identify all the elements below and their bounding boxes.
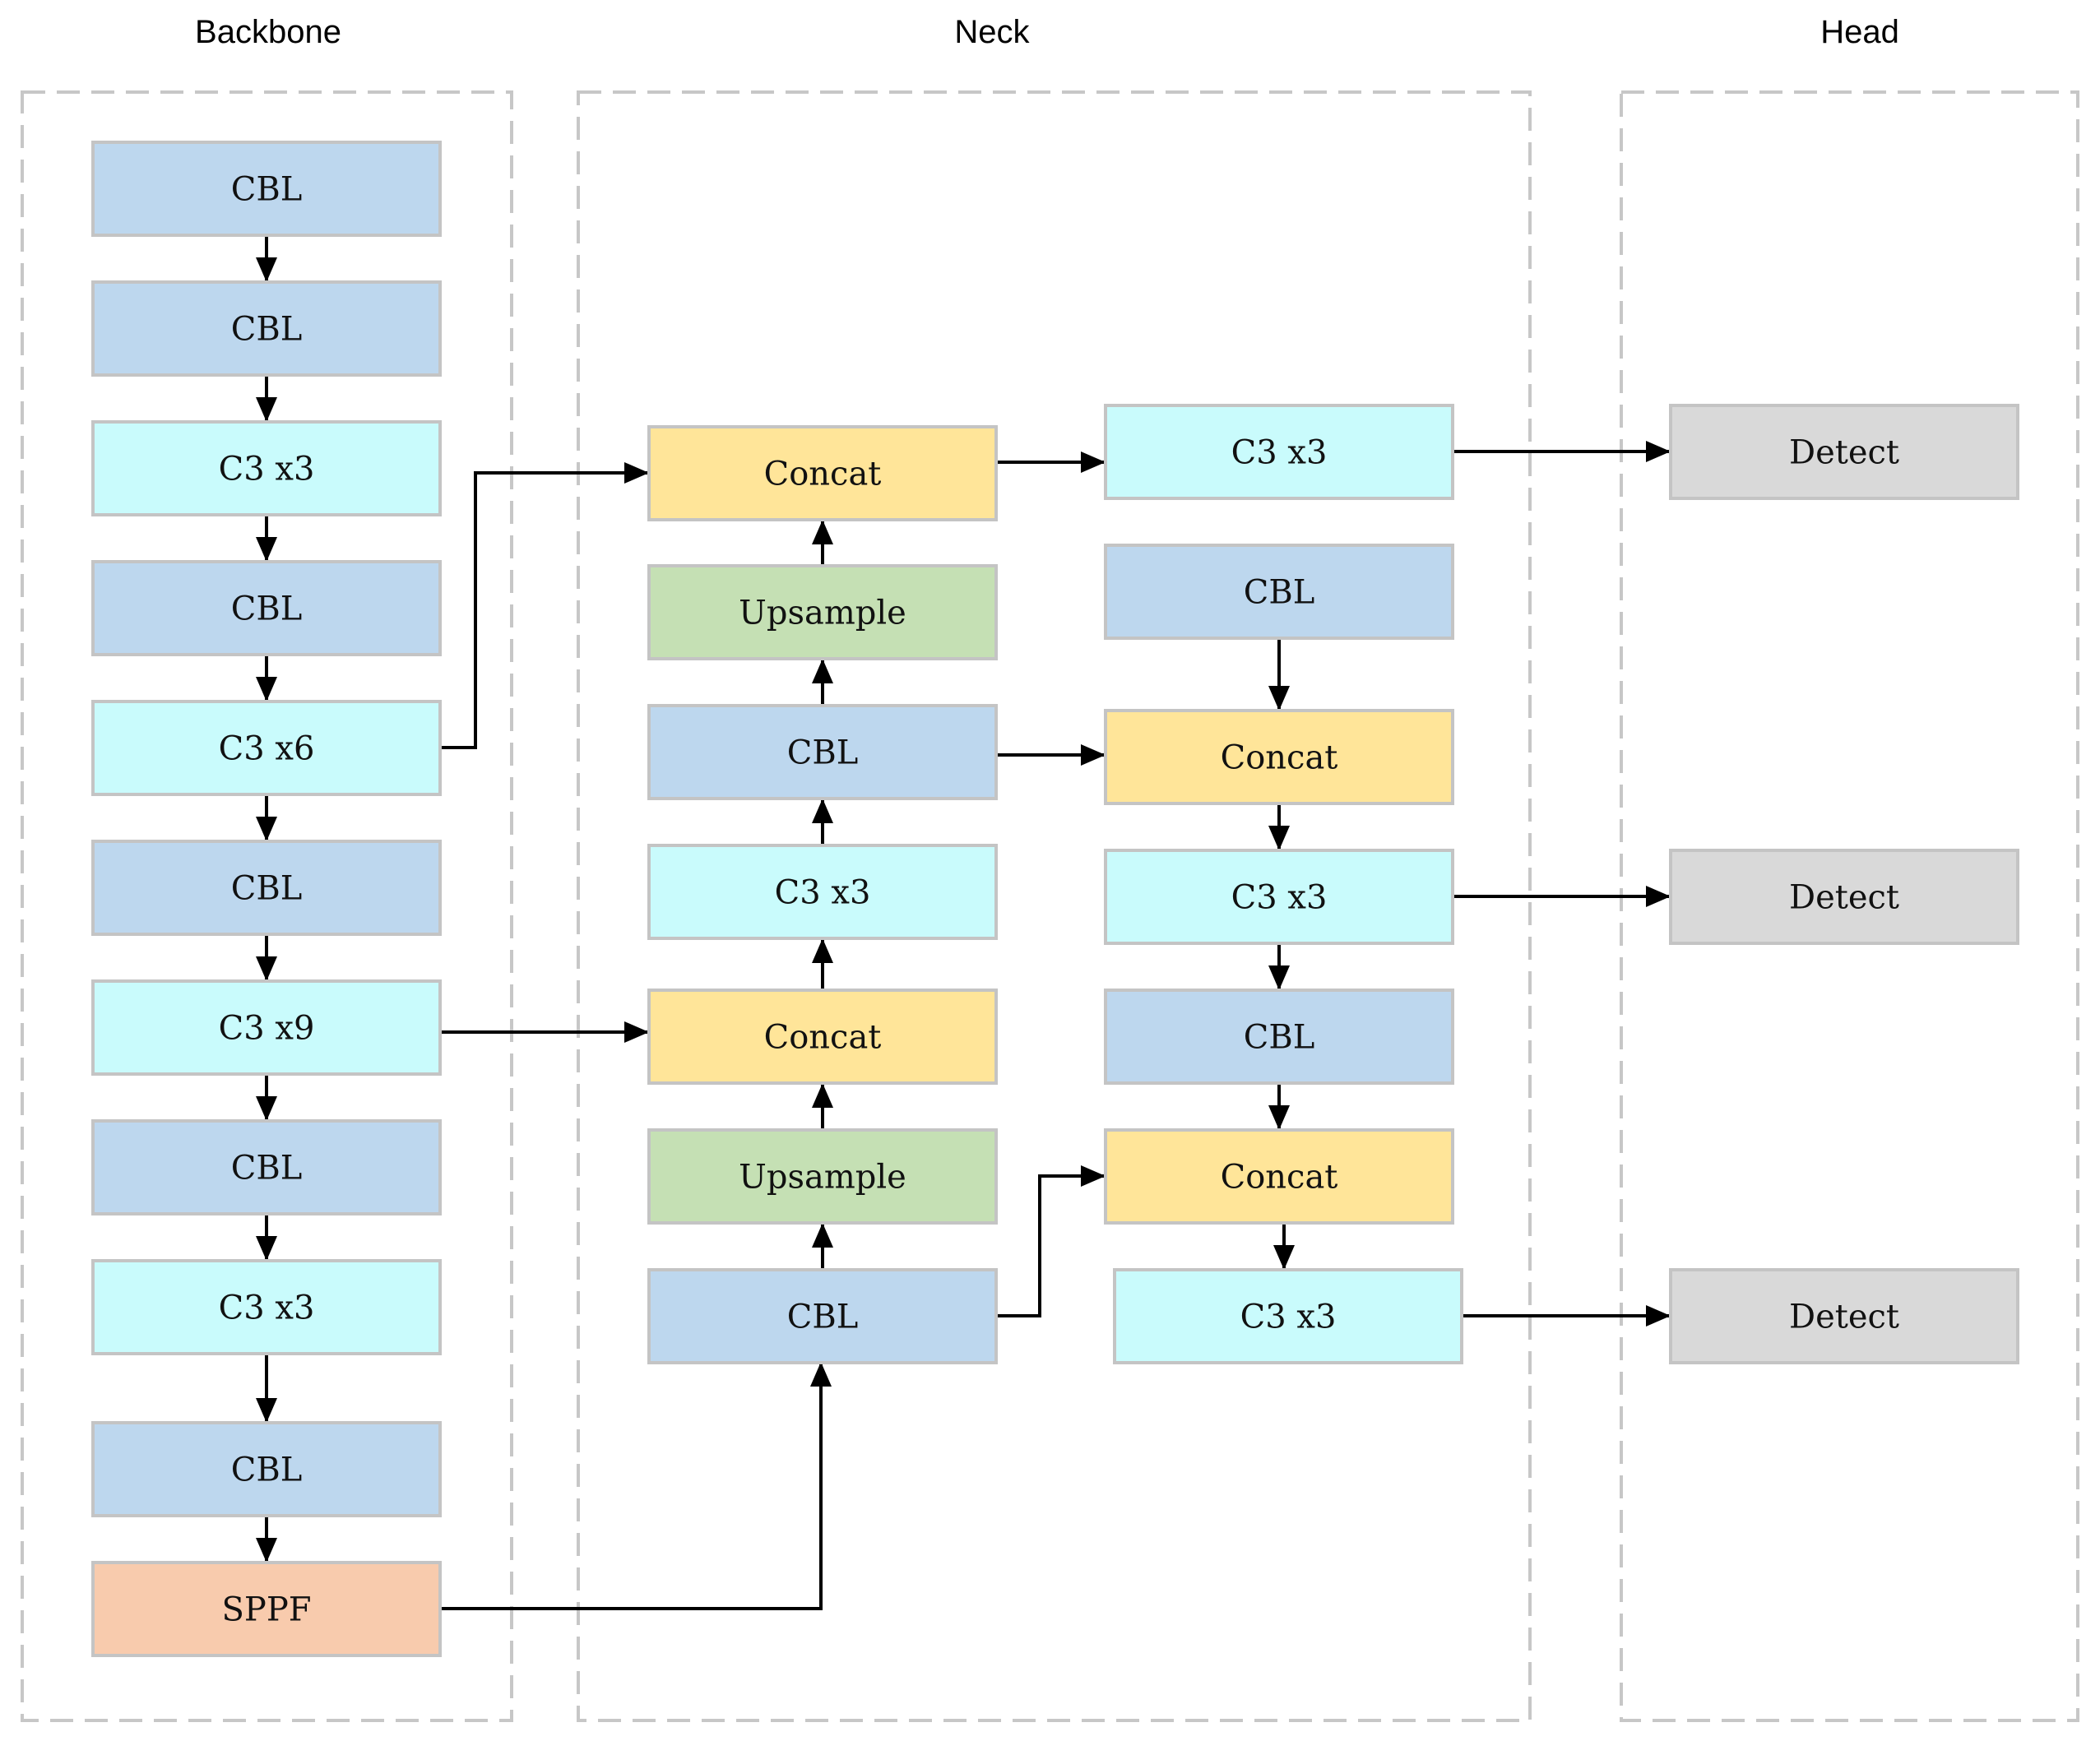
- block-label: Detect: [1789, 879, 1899, 917]
- c3-block-m7: C3 x3: [1113, 1268, 1463, 1364]
- block-label: CBL: [231, 870, 303, 908]
- block-box: [1104, 709, 1454, 805]
- block-box: [647, 844, 998, 940]
- block-label: C3 x3: [219, 1290, 315, 1327]
- block-label: Upsample: [739, 595, 906, 632]
- cbl-block-m2: CBL: [1104, 544, 1454, 640]
- block-box: [647, 704, 998, 800]
- c3-block-b3: C3 x3: [91, 420, 442, 516]
- cbl-block-b1: CBL: [91, 141, 442, 237]
- block-box: [1669, 404, 2019, 500]
- block-box: [91, 1259, 442, 1355]
- block-box: [647, 1128, 998, 1225]
- block-box: [1104, 544, 1454, 640]
- concat-block-m6: Concat: [1104, 1128, 1454, 1225]
- upsample-block-n6: Upsample: [647, 1128, 998, 1225]
- block-box: [91, 979, 442, 1076]
- cbl-block-n7: CBL: [647, 1268, 998, 1364]
- c3-block-b5: C3 x6: [91, 700, 442, 796]
- block-label: CBL: [787, 1299, 859, 1336]
- cbl-block-b10: CBL: [91, 1421, 442, 1517]
- block-label: C3 x3: [775, 874, 871, 912]
- concat-block-m3: Concat: [1104, 709, 1454, 805]
- block-box: [91, 840, 442, 936]
- block-box: [91, 1421, 442, 1517]
- blocks: CBL CBL C3 x3 CBL C3 x6 CBL C3 x9 CBL C3 x3 CBL SP…: [91, 141, 2019, 1657]
- block-label: C3 x9: [219, 1010, 315, 1048]
- concat-block-n1: Concat: [647, 425, 998, 521]
- block-box: [91, 280, 442, 377]
- cbl-block-b2: CBL: [91, 280, 442, 377]
- arrow-n7-to-m6: [996, 1165, 1106, 1317]
- block-label: CBL: [231, 590, 303, 628]
- block-box: [91, 1561, 442, 1657]
- c3-block-n4: C3 x3: [647, 844, 998, 940]
- arrow-b5-to-n1: [440, 462, 649, 749]
- backbone-group-box: [21, 90, 513, 1722]
- arrow-b11-to-n7: [440, 1362, 832, 1610]
- block-box: [1104, 989, 1454, 1085]
- block-label: CBL: [231, 1150, 303, 1188]
- block-label: CBL: [1244, 1019, 1315, 1057]
- upsample-block-n2: Upsample: [647, 564, 998, 660]
- backbone-title: Backbone: [195, 14, 341, 50]
- block-box: [1113, 1268, 1463, 1364]
- cbl-block-m5: CBL: [1104, 989, 1454, 1085]
- c3-block-m1: C3 x3: [1104, 404, 1454, 500]
- sppf-block-b11: SPPF: [91, 1561, 442, 1657]
- block-label: CBL: [231, 311, 303, 349]
- block-label: CBL: [231, 1452, 303, 1489]
- c3-block-m4: C3 x3: [1104, 849, 1454, 945]
- detect-block-h2: Detect: [1669, 849, 2019, 945]
- block-box: [91, 420, 442, 516]
- block-label: Concat: [764, 456, 882, 493]
- section-groups: Backbone Neck Head: [21, 14, 2079, 1722]
- block-label: C3 x3: [219, 451, 315, 488]
- block-box: [647, 564, 998, 660]
- cbl-block-b4: CBL: [91, 560, 442, 656]
- edges: [256, 235, 1671, 1610]
- neck-title: Neck: [954, 14, 1030, 50]
- block-label: C3 x3: [1231, 434, 1328, 472]
- block-label: C3 x3: [1231, 879, 1328, 917]
- block-label: CBL: [787, 734, 859, 772]
- block-label: Concat: [1221, 1159, 1338, 1197]
- block-box: [1104, 849, 1454, 945]
- cbl-block-b8: CBL: [91, 1119, 442, 1215]
- concat-block-n5: Concat: [647, 989, 998, 1085]
- block-box: [1669, 849, 2019, 945]
- block-label: Concat: [1221, 739, 1338, 777]
- block-label: C3 x3: [1240, 1299, 1337, 1336]
- block-box: [1104, 404, 1454, 500]
- block-label: Concat: [764, 1019, 882, 1057]
- block-label: CBL: [1244, 574, 1315, 612]
- block-box: [91, 1119, 442, 1215]
- block-label: Detect: [1789, 434, 1899, 472]
- block-box: [647, 1268, 998, 1364]
- block-box: [647, 425, 998, 521]
- block-box: [647, 989, 998, 1085]
- detect-block-h3: Detect: [1669, 1268, 2019, 1364]
- detect-block-h1: Detect: [1669, 404, 2019, 500]
- block-box: [91, 560, 442, 656]
- block-label: SPPF: [222, 1591, 312, 1629]
- block-label: C3 x6: [219, 730, 315, 768]
- block-box: [1104, 1128, 1454, 1225]
- block-box: [91, 700, 442, 796]
- head-title: Head: [1820, 14, 1899, 50]
- block-label: Detect: [1789, 1299, 1899, 1336]
- block-label: Upsample: [739, 1159, 906, 1197]
- neck-group-box: [577, 90, 1532, 1722]
- c3-block-b9: C3 x3: [91, 1259, 442, 1355]
- head-group-box: [1620, 90, 2079, 1722]
- cbl-block-b6: CBL: [91, 840, 442, 936]
- cbl-block-n3: CBL: [647, 704, 998, 800]
- block-box: [1669, 1268, 2019, 1364]
- block-label: CBL: [231, 171, 303, 209]
- c3-block-b7: C3 x9: [91, 979, 442, 1076]
- block-box: [91, 141, 442, 237]
